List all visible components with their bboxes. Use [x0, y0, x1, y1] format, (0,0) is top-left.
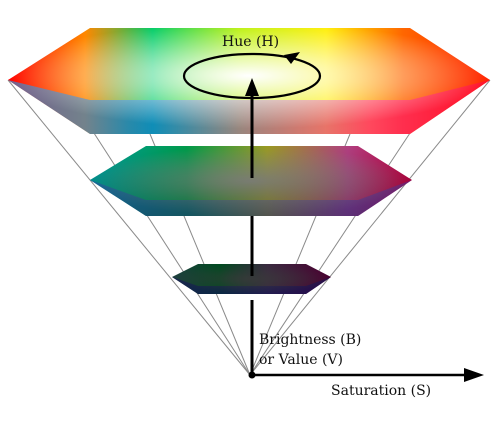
bottom-hexagon [172, 264, 331, 294]
apex-point [248, 371, 256, 379]
cone-edge-line [7, 79, 251, 376]
cone-edge-line [249, 79, 491, 376]
cone-edge-lines [7, 79, 491, 376]
hue-rotation-ellipse [182, 52, 322, 100]
hue-rotation-arrowhead [284, 52, 300, 64]
saturation-axis-arrowhead [464, 368, 484, 382]
value-label: or Value (V) [259, 352, 344, 368]
saturation-label: Saturation (S) [331, 383, 432, 399]
value-axis-arrowhead [245, 78, 259, 96]
top-hexagon [8, 28, 490, 134]
middle-hexagon [90, 146, 412, 216]
brightness-label: Brightness (B) [259, 332, 362, 348]
hue-label: Hue (H) [222, 34, 280, 50]
